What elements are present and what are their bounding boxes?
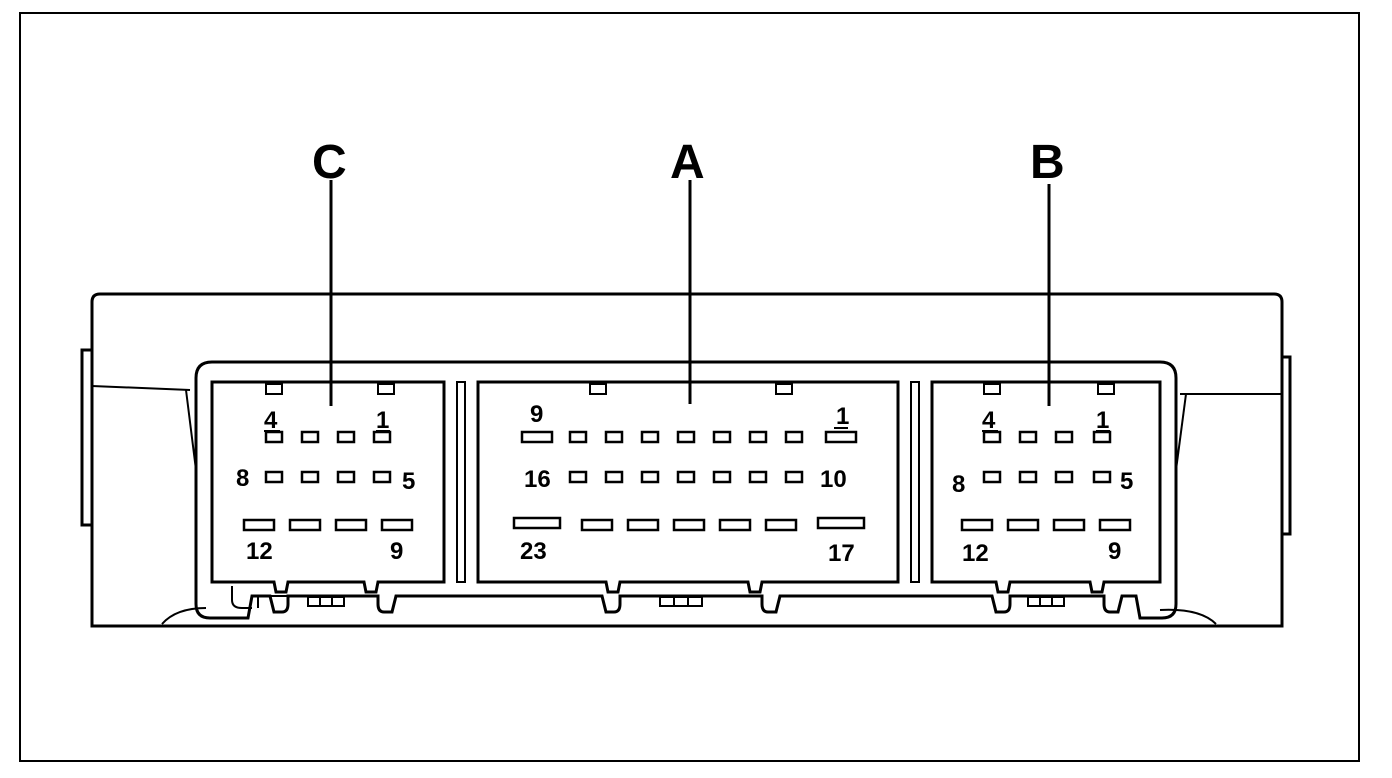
pin-label-a-9: 9 xyxy=(530,401,543,428)
connector-c: C 4 1 8 5 12 9 xyxy=(210,136,446,609)
pin-label-b-4: 4 xyxy=(982,407,996,434)
connector-label-a: A xyxy=(670,136,705,189)
pin-label-c-1: 1 xyxy=(376,407,389,434)
pin-label-c-9: 9 xyxy=(390,538,403,565)
pin-label-a-1: 1 xyxy=(836,403,849,430)
pin-label-a-17: 17 xyxy=(828,540,855,567)
pin-label-c-12: 12 xyxy=(246,538,273,565)
pin-label-c-8: 8 xyxy=(236,465,249,492)
pin-label-b-1: 1 xyxy=(1096,407,1109,434)
connector-label-c: C xyxy=(312,136,347,189)
pin-label-a-23: 23 xyxy=(520,538,547,565)
connector-b: B 4 1 8 5 12 9 xyxy=(930,136,1162,607)
connector-shroud xyxy=(194,360,1178,620)
pin-label-b-8: 8 xyxy=(952,471,965,498)
diagram-frame xyxy=(19,12,1360,762)
connector-label-b: B xyxy=(1030,136,1065,189)
pin-label-b-9: 9 xyxy=(1108,538,1121,565)
pin-label-b-12: 12 xyxy=(962,540,989,567)
pin-label-c-4: 4 xyxy=(264,407,278,434)
pin-label-c-5: 5 xyxy=(402,468,415,495)
pin-label-a-10: 10 xyxy=(820,466,847,493)
pin-label-b-5: 5 xyxy=(1120,468,1133,495)
pin-label-a-16: 16 xyxy=(524,466,551,493)
module-housing xyxy=(80,292,1292,628)
connector-a: A 9 1 16 10 23 17 xyxy=(476,136,900,607)
